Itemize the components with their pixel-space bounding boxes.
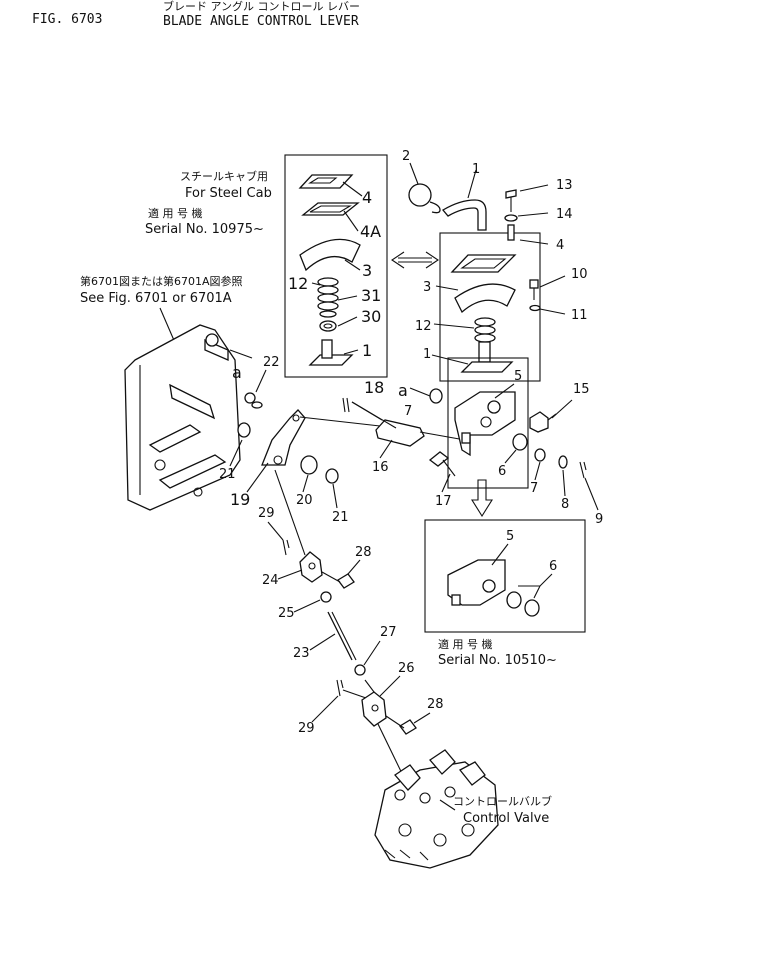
steel-cab-inset-box (284, 154, 388, 378)
serial-note-2-en: Serial No. 10510~ (438, 653, 557, 668)
control-valve (374, 749, 499, 869)
callout-26: 26 (398, 661, 415, 676)
clevis-24 (299, 551, 323, 583)
callout-9: 9 (595, 512, 603, 527)
callout-15: 15 (573, 382, 590, 397)
callout-24: 24 (262, 573, 279, 588)
rod-23 (327, 611, 353, 661)
fitting-15 (529, 411, 557, 433)
callout-23: 23 (293, 646, 310, 661)
callout-4-left: 4 (362, 188, 372, 207)
washer-8 (558, 455, 568, 469)
callout-30: 30 (361, 307, 381, 326)
bolt-28-b (385, 715, 417, 735)
callout-27: 27 (380, 625, 397, 640)
callout-a-left: a (232, 363, 242, 382)
nut-27 (354, 664, 366, 676)
callout-5-top: 5 (514, 369, 522, 384)
steel-cab-note-en: For Steel Cab (185, 186, 272, 201)
bushing-21-upper (237, 422, 251, 438)
callout-19: 19 (230, 490, 250, 509)
callout-21-b: 21 (332, 510, 349, 525)
pins-18 (342, 397, 397, 429)
callout-21-a: 21 (219, 467, 236, 482)
rod-upper (274, 469, 306, 556)
bushing-21-lower (325, 468, 339, 484)
callout-28-a: 28 (355, 545, 372, 560)
callout-13: 13 (556, 178, 573, 193)
fitting-22 (244, 392, 263, 409)
callout-6-a: 6 (498, 464, 506, 479)
swap-arrow (391, 251, 439, 269)
lever-19 (261, 409, 306, 466)
callout-18: 18 (364, 378, 384, 397)
callout-1-left: 1 (362, 341, 372, 360)
serial-note-1-jp: 適 用 号 機 (148, 206, 203, 220)
rod-16 (299, 416, 466, 447)
callout-11: 11 (571, 308, 588, 323)
callout-3-right: 3 (423, 280, 431, 295)
cotter-pin-29-b (336, 679, 344, 697)
bushing-7-upper (429, 388, 443, 404)
callout-a-right: a (398, 381, 408, 400)
bracket-5 (454, 391, 516, 457)
bolt-17 (428, 451, 456, 477)
serial-inset-box (424, 519, 586, 633)
callout-16: 16 (372, 460, 389, 475)
callout-4-right: 4 (556, 238, 564, 253)
title-japanese: ブレード アングル コントロール レバー (163, 0, 360, 13)
callout-2: 2 (402, 149, 410, 164)
main-lever-parts (408, 183, 541, 373)
down-arrow (471, 479, 493, 518)
title-english: BLADE ANGLE CONTROL LEVER (163, 14, 359, 29)
bushing-20 (300, 455, 318, 475)
serial-note-2-jp: 適 用 号 機 (438, 637, 493, 651)
callout-20: 20 (296, 493, 313, 508)
callout-22: 22 (263, 355, 280, 370)
callout-25: 25 (278, 606, 295, 621)
callout-1-top: 1 (472, 162, 480, 177)
callout-5-box: 5 (506, 529, 514, 544)
callout-12-right: 12 (415, 319, 432, 334)
bracket-frame (124, 324, 241, 511)
serial-note-1-en: Serial No. 10975~ (145, 222, 264, 237)
nut-25 (320, 591, 332, 603)
callout-17: 17 (435, 494, 452, 509)
callout-7-a: 7 (404, 404, 412, 419)
callout-3-left: 3 (362, 261, 372, 280)
inset-left-parts (298, 174, 361, 366)
see-fig-note-en: See Fig. 6701 or 6701A (80, 291, 232, 306)
control-valve-note-en: Control Valve (463, 811, 549, 826)
callout-6-box: 6 (549, 559, 557, 574)
callout-7-b: 7 (530, 481, 538, 496)
cotter-pin-29-a (282, 539, 290, 556)
callout-4a: 4A (360, 222, 381, 241)
bushing-6-upper (512, 433, 528, 451)
bushing-7-lower (534, 448, 546, 462)
slide-box-right (447, 357, 529, 489)
clevis-26 (361, 691, 387, 727)
steel-cab-note-jp: スチールキャブ用 (180, 169, 268, 183)
callout-10: 10 (571, 267, 588, 282)
callout-31: 31 (361, 286, 381, 305)
callout-14: 14 (556, 207, 573, 222)
figure-number: FIG. 6703 (32, 12, 102, 27)
bolt-28-a (321, 571, 355, 589)
cotter-pin-9 (579, 461, 587, 479)
callout-29-b: 29 (298, 721, 315, 736)
callout-1-right: 1 (423, 347, 431, 362)
callout-8: 8 (561, 497, 569, 512)
inset-bracket-5 (447, 559, 540, 617)
control-valve-note-jp: コントロールバルブ (453, 794, 552, 808)
callout-12-left: 12 (288, 274, 308, 293)
callout-28-b: 28 (427, 697, 444, 712)
see-fig-note-jp: 第6701図または第6701A図参照 (80, 274, 243, 288)
callout-29-a: 29 (258, 506, 275, 521)
